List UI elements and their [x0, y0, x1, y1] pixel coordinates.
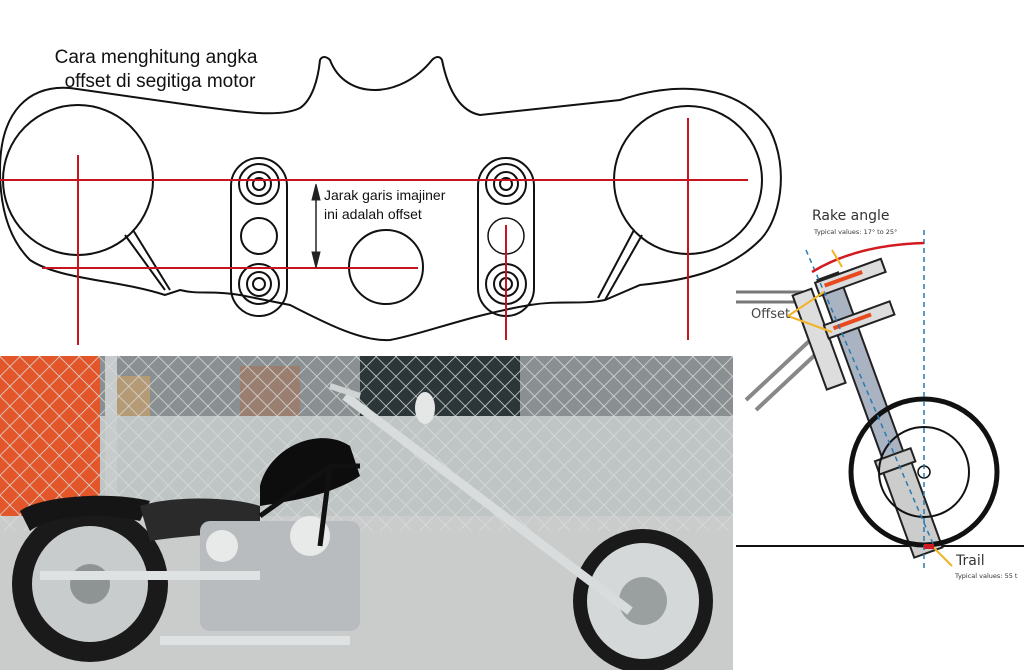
left-bolt-slot [230, 157, 288, 317]
rake-angle-typical: Typical values: 17° to 25° [814, 228, 898, 236]
chopper-motorcycle-photo [0, 356, 733, 670]
trail-label: Trail [956, 553, 985, 569]
trail-typical: Typical values: 55 t [955, 572, 1018, 580]
offset-annotation: Jarak garis imajiner ini adalah offset [324, 187, 446, 222]
page-title: Cara menghitung angka offset di segitiga… [36, 22, 276, 118]
triple-clamp-drawing [0, 56, 782, 345]
rake-angle-label: Rake angle [812, 208, 890, 224]
front-forks [342, 392, 633, 615]
exhaust-pipe [40, 571, 260, 580]
headlight [415, 392, 435, 424]
title-line-1: Cara menghitung angka [54, 47, 258, 68]
rake-angle-arc [811, 241, 925, 274]
rake-trail-diagram [736, 230, 1024, 570]
clamp-outline [0, 56, 782, 342]
trail-marker [924, 544, 934, 549]
offset-distance-arrow [311, 183, 321, 269]
fuel-tank [260, 438, 360, 506]
bottom-clamp [822, 300, 896, 340]
title-line-2: offset di segitiga motor [64, 71, 256, 92]
offset-label: Offset [751, 307, 791, 322]
top-clamp [813, 257, 887, 298]
